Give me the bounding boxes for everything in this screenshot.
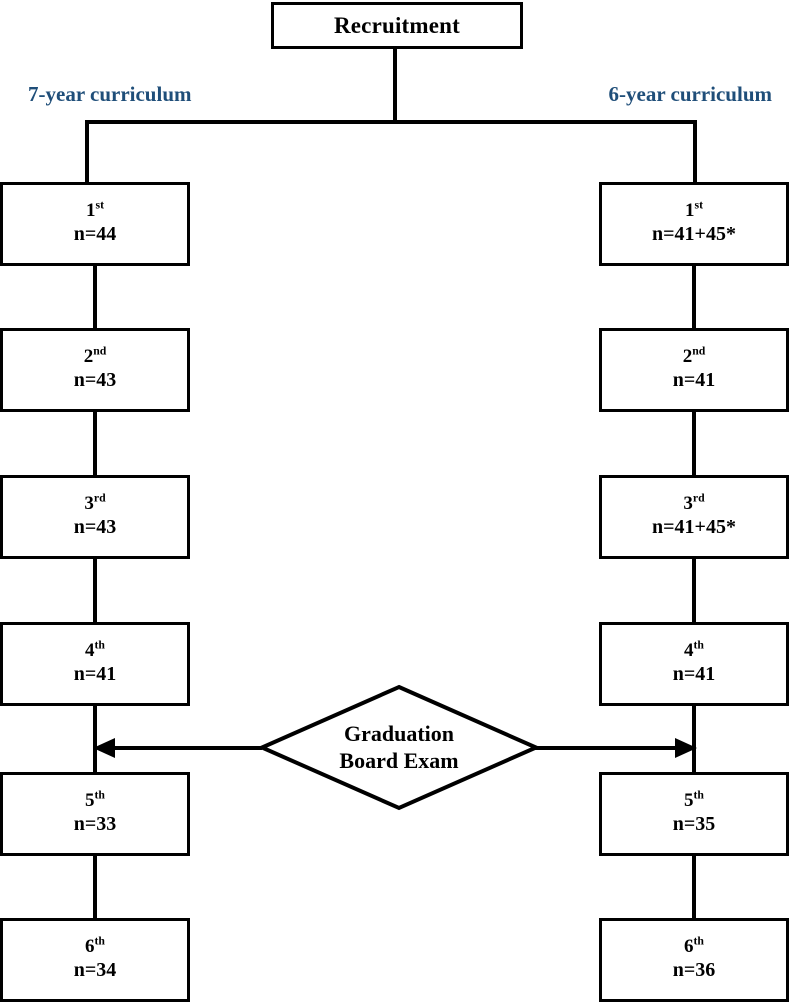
left-year-ordinal-4: 4th (85, 638, 105, 661)
connector-right-drop (693, 120, 697, 184)
right-year-ordinal-2: 2nd (682, 344, 706, 367)
curriculum-label-left: 7-year curriculum (28, 82, 192, 106)
connector-recruitment-stem (393, 49, 397, 124)
recruitment-label: Recruitment (333, 12, 461, 38)
recruitment-box: Recruitment (271, 2, 523, 49)
right-year-count-4: n=41 (672, 663, 716, 686)
connector-right-5-6 (692, 856, 696, 918)
graduation-board-exam-diamond: Graduation Board Exam (259, 684, 539, 811)
connector-split-bar (85, 120, 697, 124)
left-year-count-6: n=34 (73, 959, 117, 982)
right-year-count-1: n=41+45* (652, 223, 736, 246)
connector-left-drop (85, 120, 89, 184)
right-year-ordinal-3: 3rd (683, 491, 705, 514)
right-year-count-5: n=35 (672, 813, 716, 836)
connector-right-4-5 (692, 706, 696, 772)
right-year-ordinal-4: 4th (684, 638, 704, 661)
right-year-box-5: 5th n=35 (599, 772, 789, 856)
left-year-box-3: 3rd n=43 (0, 475, 190, 559)
arrow-to-right-track (527, 738, 697, 758)
connector-right-2-3 (692, 412, 696, 475)
arrow-to-left-track (93, 738, 262, 758)
connector-left-1-2 (93, 266, 97, 328)
left-year-count-3: n=43 (73, 516, 117, 539)
left-year-ordinal-2: 2nd (83, 344, 107, 367)
left-year-count-1: n=44 (73, 223, 117, 246)
left-year-count-5: n=33 (73, 813, 117, 836)
right-year-count-3: n=41+45* (652, 516, 736, 539)
connector-right-3-4 (692, 559, 696, 622)
right-year-box-2: 2nd n=41 (599, 328, 789, 412)
left-year-ordinal-5: 5th (85, 788, 105, 811)
right-year-box-4: 4th n=41 (599, 622, 789, 706)
right-year-box-6: 6th n=36 (599, 918, 789, 1002)
right-year-ordinal-1: 1st (685, 198, 703, 221)
right-year-ordinal-5: 5th (684, 788, 704, 811)
left-year-box-6: 6th n=34 (0, 918, 190, 1002)
left-year-box-2: 2nd n=43 (0, 328, 190, 412)
connector-right-1-2 (692, 266, 696, 328)
left-year-box-4: 4th n=41 (0, 622, 190, 706)
left-year-ordinal-6: 6th (85, 934, 105, 957)
left-year-box-5: 5th n=33 (0, 772, 190, 856)
right-year-box-3: 3rd n=41+45* (599, 475, 789, 559)
left-year-ordinal-1: 1st (86, 198, 104, 221)
right-year-ordinal-6: 6th (684, 934, 704, 957)
curriculum-label-right: 6-year curriculum (608, 82, 773, 106)
connector-left-2-3 (93, 412, 97, 475)
left-year-count-4: n=41 (73, 663, 117, 686)
left-year-count-2: n=43 (73, 369, 117, 392)
right-year-count-6: n=36 (672, 959, 716, 982)
connector-left-4-5 (93, 706, 97, 772)
right-year-count-2: n=41 (672, 369, 716, 392)
connector-left-3-4 (93, 559, 97, 622)
connector-left-5-6 (93, 856, 97, 918)
left-year-ordinal-3: 3rd (84, 491, 106, 514)
left-year-box-1: 1st n=44 (0, 182, 190, 266)
right-year-box-1: 1st n=41+45* (599, 182, 789, 266)
